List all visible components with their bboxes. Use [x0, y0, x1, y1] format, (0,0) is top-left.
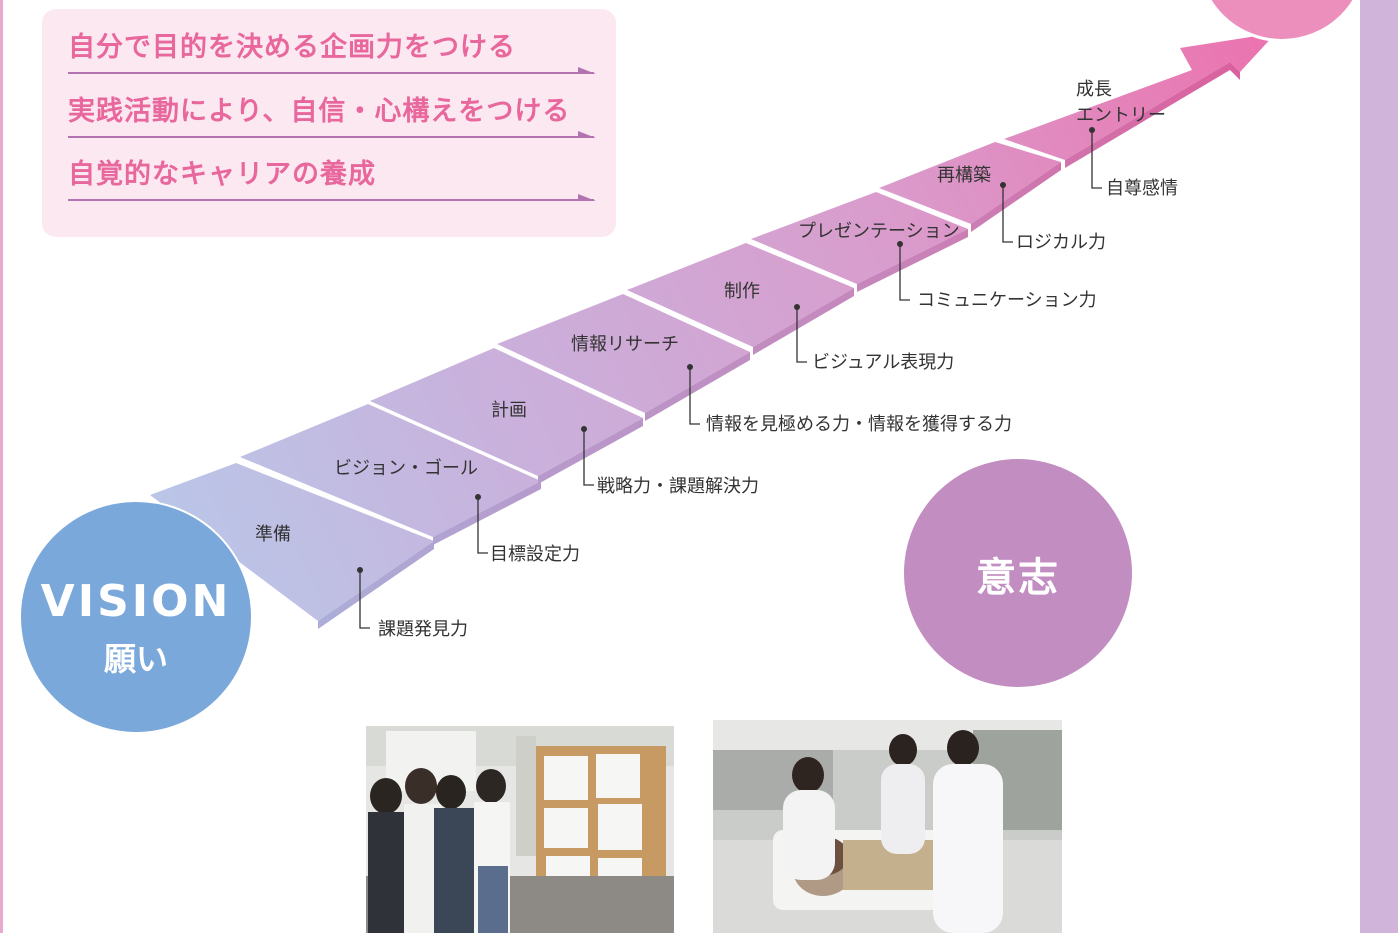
vision-title: VISION [40, 576, 232, 627]
step-label-entry: エントリー [1076, 105, 1166, 126]
leader-dot-4 [687, 364, 693, 370]
step-6-tile [751, 192, 968, 292]
goal-item-1: 自分で目的を決める企画力をつける [68, 26, 596, 74]
leader-dots [357, 127, 1095, 573]
leader-lines [359, 130, 1102, 629]
step-1-tile [150, 463, 434, 629]
step-4-tile [497, 294, 750, 421]
leader-line-1 [359, 570, 370, 629]
will-circle: 意志 [904, 459, 1132, 687]
leader-line-2 [477, 497, 488, 554]
leader-line-7 [1002, 185, 1013, 243]
step-label-production: 制作 [724, 281, 760, 302]
goal-item-2: 実践活動により、自信・心構えをつける [68, 90, 596, 138]
step-3-tile [370, 348, 643, 484]
skill-label-self-esteem: 自尊感情 [1106, 178, 1178, 199]
leader-line-5 [796, 307, 807, 363]
skill-label-communication: コミュニケーション力 [917, 290, 1097, 311]
step-label-rebuild: 再構築 [937, 165, 991, 186]
step-label-vision-goal: ビジョン・ゴール [334, 458, 478, 479]
step-8-arrow [1004, 33, 1276, 168]
photo-nursing-practice-image [713, 720, 1062, 933]
goal-item-3: 自覚的なキャリアの養成 [68, 153, 596, 201]
goal-text: 自分で目的を決める企画力をつける [68, 32, 516, 63]
leader-line-8 [1091, 130, 1102, 189]
skill-label-problem-finding: 課題発見力 [378, 619, 468, 640]
step-7-tile [879, 142, 1061, 232]
photo-nursing-practice [713, 720, 1062, 933]
step-label-plan: 計画 [491, 400, 527, 421]
leader-line-3 [583, 429, 594, 486]
leader-dot-2 [475, 494, 481, 500]
step-2-tile [240, 404, 541, 545]
step-label-presentation: プレゼンテーション [798, 221, 960, 242]
leader-dot-6 [897, 241, 903, 247]
leader-line-6 [899, 244, 910, 301]
photo-students-presentation [366, 726, 674, 933]
leader-dot-8 [1089, 127, 1095, 133]
photo-students-presentation-image [366, 726, 674, 933]
vision-subtitle: 願い [103, 640, 168, 678]
goal-text: 実践活動により、自信・心構えをつける [68, 96, 571, 127]
goal-underline [68, 72, 594, 74]
skill-label-information: 情報を見極める力・情報を獲得する力 [706, 414, 1012, 435]
leader-line-4 [689, 367, 700, 425]
goal-arrow-icon [578, 131, 596, 138]
skill-label-strategy: 戦略力・課題解決力 [597, 476, 759, 497]
skill-label-logical: ロジカル力 [1016, 232, 1106, 253]
leader-dot-3 [581, 426, 587, 432]
goal-underline [68, 136, 594, 138]
step-label-research: 情報リサーチ [571, 334, 679, 355]
goal-text: 自覚的なキャリアの養成 [68, 159, 376, 190]
step-label-preparation: 準備 [255, 524, 291, 545]
goal-arrow-icon [578, 194, 596, 201]
right-side-band [1360, 0, 1398, 933]
will-title: 意志 [976, 555, 1060, 601]
skill-label-goal-setting: 目標設定力 [490, 544, 580, 565]
left-edge-stripe [0, 0, 3, 933]
goal-arrow-icon [578, 67, 596, 74]
vision-circle: VISION 願い [19, 500, 253, 734]
skill-label-visual-expression: ビジュアル表現力 [812, 352, 955, 373]
leader-dot-7 [1000, 182, 1006, 188]
leader-dot-5 [794, 304, 800, 310]
leader-dot-1 [357, 567, 363, 573]
goal-underline [68, 199, 594, 201]
step-label-growth: 成長 [1076, 79, 1112, 100]
